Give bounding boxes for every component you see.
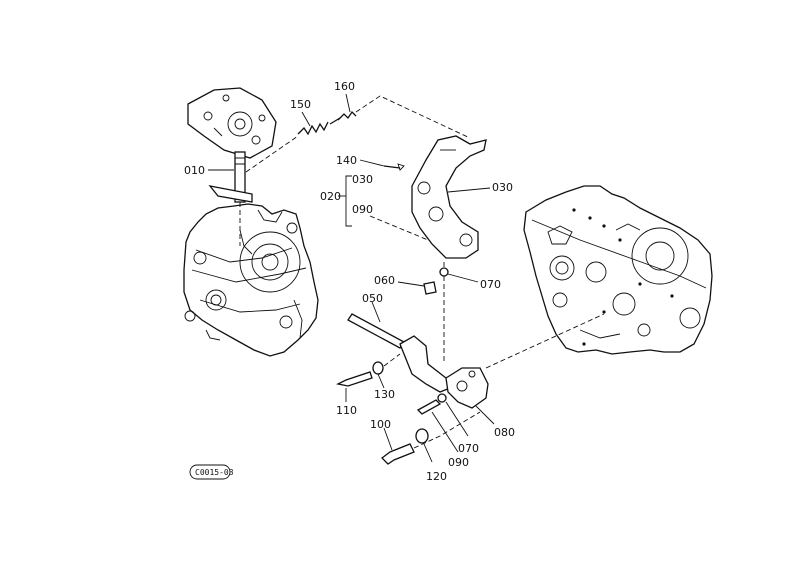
lower-linkage (399, 300, 605, 425)
part-160-rod (329, 93, 471, 139)
callout-090-group: 090 (352, 203, 373, 216)
right-engine-block (523, 185, 713, 355)
drawing-code-label: C0015-03 (195, 468, 234, 477)
part-110-bolt (336, 371, 373, 402)
callout-070-upper: 070 (480, 278, 501, 291)
part-070-washer-lower (437, 393, 469, 437)
part-010-shaft (208, 151, 253, 246)
cover-plate (187, 87, 277, 159)
part-050-rod (347, 301, 405, 349)
part-130-washer (372, 353, 401, 389)
callout-140: 140 (336, 154, 357, 167)
part-140-pin (359, 159, 405, 171)
part-030-lever-bracket (411, 135, 491, 259)
callout-070-lower: 070 (458, 442, 479, 455)
callout-020: 020 (320, 190, 341, 203)
callout-050: 050 (362, 292, 383, 305)
part-150-spring (245, 111, 329, 173)
callout-100: 100 (370, 418, 391, 431)
part-120-washer (415, 428, 433, 463)
callout-030-group: 030 (352, 173, 373, 186)
callout-080: 080 (494, 426, 515, 439)
callout-010: 010 (184, 164, 205, 177)
callout-150: 150 (290, 98, 311, 111)
callout-130: 130 (374, 388, 395, 401)
callout-120: 120 (426, 470, 447, 483)
callout-110: 110 (336, 404, 357, 417)
callout-160: 160 (334, 80, 355, 93)
callout-090: 090 (448, 456, 469, 469)
part-100-bolt (381, 411, 481, 465)
drawing-code-badge: C0015-03 (189, 464, 234, 480)
group-020-bracket (338, 175, 429, 241)
callout-030: 030 (492, 181, 513, 194)
part-070-washer-upper (439, 262, 479, 300)
part-060-bolt (397, 281, 437, 295)
callout-060: 060 (374, 274, 395, 287)
part-090-screw (416, 399, 459, 453)
left-engine-block (183, 203, 319, 357)
